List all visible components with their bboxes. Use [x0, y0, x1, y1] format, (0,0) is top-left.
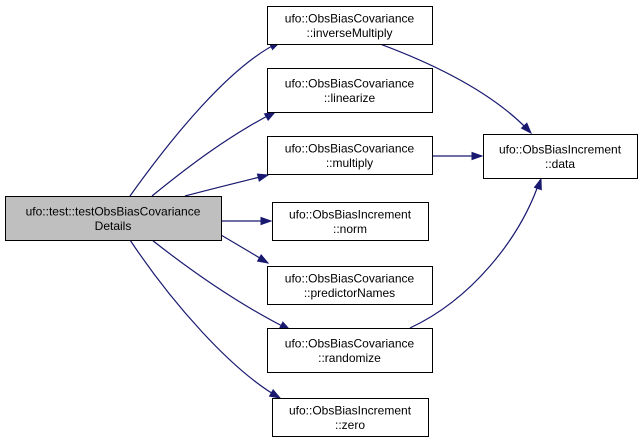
node-label-line1: ufo::ObsBiasCovariance: [285, 272, 415, 286]
node-norm[interactable]: ufo::ObsBiasIncrement::norm: [272, 202, 429, 241]
node-label-line2: ::inverseMultiply: [306, 26, 392, 40]
node-label-line1: ufo::ObsBiasCovariance: [285, 12, 415, 26]
arrowhead-icon: [533, 177, 542, 191]
arrowhead-icon: [256, 173, 270, 182]
edge-randomize-data: [409, 177, 542, 329]
node-label-line2: ::randomize: [318, 351, 381, 365]
edge-line: [379, 43, 531, 133]
node-box: [5, 196, 222, 241]
edge-line: [129, 41, 281, 197]
node-label-line2: ::zero: [335, 418, 365, 432]
arrowhead-icon: [263, 111, 277, 121]
node-zero[interactable]: ufo::ObsBiasIncrement::zero: [272, 398, 429, 437]
edge-line: [151, 239, 291, 331]
node-label-line1: ufo::ObsBiasIncrement: [499, 143, 622, 157]
node-label-line2: ::data: [545, 157, 575, 171]
node-label-line2: ::predictorNames: [304, 286, 395, 300]
edge-root-inverseMultiply: [129, 41, 282, 197]
arrowhead-icon: [260, 216, 273, 226]
node-box: [272, 398, 429, 437]
edge-root-linearize: [151, 111, 277, 197]
node-box: [483, 134, 638, 179]
edge-root-multiply: [184, 173, 270, 197]
arrowhead-icon: [268, 389, 282, 399]
edge-root-norm: [221, 216, 273, 226]
node-label-line1: ufo::ObsBiasCovariance: [285, 77, 415, 91]
node-label-line1: ufo::test::testObsBiasCovariance: [26, 205, 201, 219]
node-label-line2: ::linearize: [324, 91, 376, 105]
node-box: [267, 266, 433, 305]
node-box: [272, 202, 429, 241]
node-randomize[interactable]: ufo::ObsBiasCovariance::randomize: [267, 328, 433, 373]
edge-inverseMultiply-data: [379, 43, 533, 135]
node-linearize[interactable]: ufo::ObsBiasCovariance::linearize: [267, 68, 433, 113]
node-label-line1: ufo::ObsBiasIncrement: [289, 208, 412, 222]
node-box: [267, 136, 433, 175]
node-label-line1: ufo::ObsBiasCovariance: [285, 142, 415, 156]
edge-line: [129, 239, 281, 399]
arrowhead-icon: [471, 151, 484, 161]
node-label-line1: ufo::ObsBiasIncrement: [289, 404, 412, 418]
arrowhead-icon: [256, 254, 270, 264]
edge-root-predictorNames: [220, 234, 270, 264]
node-predictorNames[interactable]: ufo::ObsBiasCovariance::predictorNames: [267, 266, 433, 305]
node-label-line1: ufo::ObsBiasCovariance: [285, 337, 415, 351]
node-label-line2: ::multiply: [326, 156, 373, 170]
node-inverseMultiply[interactable]: ufo::ObsBiasCovariance::inverseMultiply: [267, 6, 433, 45]
edge-multiply-data: [432, 151, 484, 161]
node-box: [267, 328, 433, 373]
node-label-line2: Details: [95, 219, 132, 233]
arrowhead-icon: [520, 122, 533, 135]
edge-line: [184, 174, 269, 197]
edge-root-zero: [129, 239, 282, 399]
node-multiply[interactable]: ufo::ObsBiasCovariance::multiply: [267, 136, 433, 175]
node-box: [267, 68, 433, 113]
edge-line: [409, 179, 541, 329]
edge-line: [151, 111, 276, 197]
node-data[interactable]: ufo::ObsBiasIncrement::data: [483, 134, 638, 179]
node-box: [267, 6, 433, 45]
node-label-line2: ::norm: [333, 222, 367, 236]
